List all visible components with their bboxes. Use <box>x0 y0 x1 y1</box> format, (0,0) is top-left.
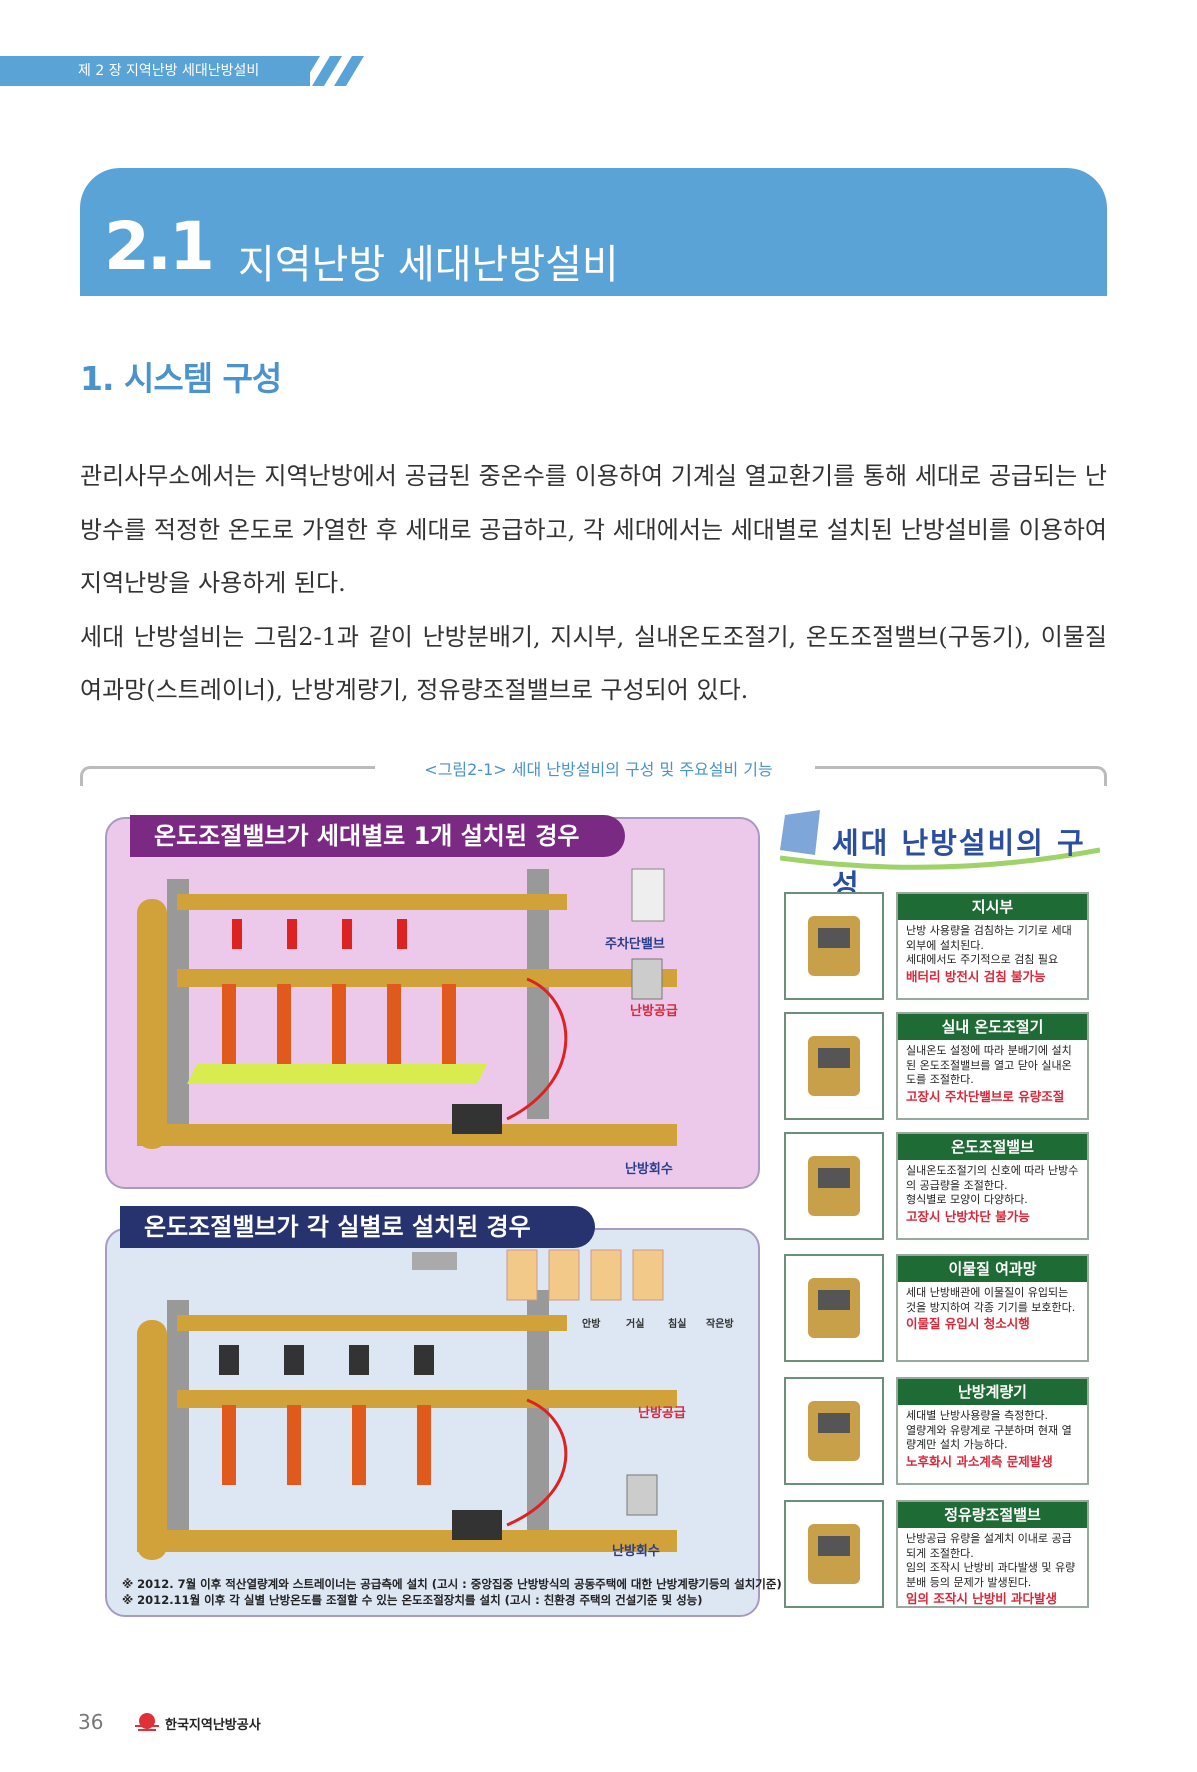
component-image <box>784 1132 884 1240</box>
room-label: 작은방 <box>706 1319 734 1330</box>
component-image <box>784 1377 884 1485</box>
paragraph: 관리사무소에서는 지역난방에서 공급된 중온수를 이용하여 기계실 열교환기를 … <box>80 462 1107 597</box>
component-warning: 이물질 유입시 청소시행 <box>906 1316 1030 1331</box>
manifold-diagram <box>137 1249 677 1560</box>
room-label: 침실 <box>668 1319 687 1330</box>
panel1-title: 온도조절밸브가 세대별로 1개 설치된 경우 <box>130 815 625 857</box>
org-logo: 한국지역난방공사 <box>135 1712 261 1734</box>
main-valve-label: 주차단밸브 <box>605 937 665 952</box>
component-desc: 실내온도조절기의 신호에 따라 난방수의 공급량을 조절한다. <box>906 1164 1079 1192</box>
component-name: 정유량조절밸브 <box>898 1502 1087 1528</box>
sun-logo-icon <box>135 1713 159 1731</box>
component-desc: 난방 사용량을 검침하는 기기로 세대 외부에 설치된다. <box>906 924 1072 952</box>
footnote: ※ 2012. 7월 이후 적산열량계와 스트레이너는 공급측에 설치 (고시 … <box>122 1577 782 1591</box>
right-title-banner: 세대 난방설비의 구성 <box>780 810 1100 902</box>
component-warning: 배터리 방전시 검침 불가능 <box>906 968 1046 984</box>
title-number: 2.1 <box>104 208 215 285</box>
component-warning: 임의 조작시 난방비 과다발생 <box>906 1591 1058 1606</box>
component-name: 실내 온도조절기 <box>898 1014 1087 1040</box>
return-label: 난방회수 <box>612 1544 660 1559</box>
component-warning: 고장시 난방차단 불가능 <box>906 1208 1030 1224</box>
room-label: 안방 <box>582 1319 601 1330</box>
component-name: 이물질 여과망 <box>898 1256 1087 1282</box>
component-desc: 열량계와 유량계로 구분하며 현재 열량계만 설치 가능하다. <box>906 1423 1072 1452</box>
component-desc: 세대에서도 주기적으로 검침 필요 <box>906 953 1059 966</box>
panel2-title: 온도조절밸브가 각 실별로 설치된 경우 <box>120 1206 595 1248</box>
figure-caption: <그림2-1> 세대 난방설비의 구성 및 주요설비 기능 <box>424 760 773 779</box>
supply-label: 난방공급 <box>638 1406 686 1421</box>
body-text: 관리사무소에서는 지역난방에서 공급된 중온수를 이용하여 기계실 열교환기를 … <box>80 450 1107 718</box>
diagram-panel-single-valve <box>105 817 760 1189</box>
org-name: 한국지역난방공사 <box>165 1717 261 1733</box>
component-warning: 고장시 주차단밸브로 유량조절 <box>906 1088 1065 1104</box>
chapter-label: 제 2 장 지역난방 세대난방설비 <box>0 56 310 86</box>
supply-label: 난방공급 <box>630 1004 678 1019</box>
component-image <box>784 1500 884 1608</box>
section-heading: 1. 시스템 구성 <box>80 359 282 398</box>
component-name: 온도조절밸브 <box>898 1134 1087 1160</box>
title-box: 2.1 지역난방 세대난방설비 <box>80 168 1107 296</box>
component-desc: 세대 난방배관에 이물질이 유입되는 것을 방지하여 각종 기기를 보호한다. <box>906 1286 1076 1314</box>
component-name: 지시부 <box>898 894 1087 920</box>
paragraph: 세대 난방설비는 그림2-1과 같이 난방분배기, 지시부, 실내온도조절기, … <box>80 622 1107 705</box>
component-name: 난방계량기 <box>898 1379 1087 1405</box>
return-label: 난방회수 <box>625 1162 673 1177</box>
component-warning: 노후화시 과소계측 문제발생 <box>906 1453 1053 1469</box>
component-desc: 형식별로 모양이 다양하다. <box>906 1193 1028 1206</box>
component-image <box>784 892 884 1000</box>
component-image <box>784 1012 884 1120</box>
page-title: 지역난방 세대난방설비 <box>238 242 619 288</box>
component-image <box>784 1254 884 1362</box>
component-desc: 실내온도 설정에 따라 분배기에 설치된 온도조절밸브를 열고 닫아 실내온도를… <box>906 1044 1072 1086</box>
manifold-diagram <box>137 868 677 1149</box>
footnote: ※ 2012.11월 이후 각 실별 난방온도를 조절할 수 있는 온도조절장치… <box>122 1593 703 1607</box>
stripes-decoration <box>290 56 364 86</box>
component-desc: 임의 조작시 난방비 과다발생 및 유량분배 등의 문제가 발생된다. <box>906 1561 1076 1589</box>
component-desc: 난방공급 유량을 설계치 이내로 공급되게 조절한다. <box>906 1532 1072 1560</box>
page-number: 36 <box>78 1710 104 1734</box>
diagram-panel-room-valves <box>105 1228 760 1617</box>
component-desc: 세대별 난방사용량을 측정한다. <box>906 1409 1049 1422</box>
room-label: 거실 <box>626 1319 645 1330</box>
